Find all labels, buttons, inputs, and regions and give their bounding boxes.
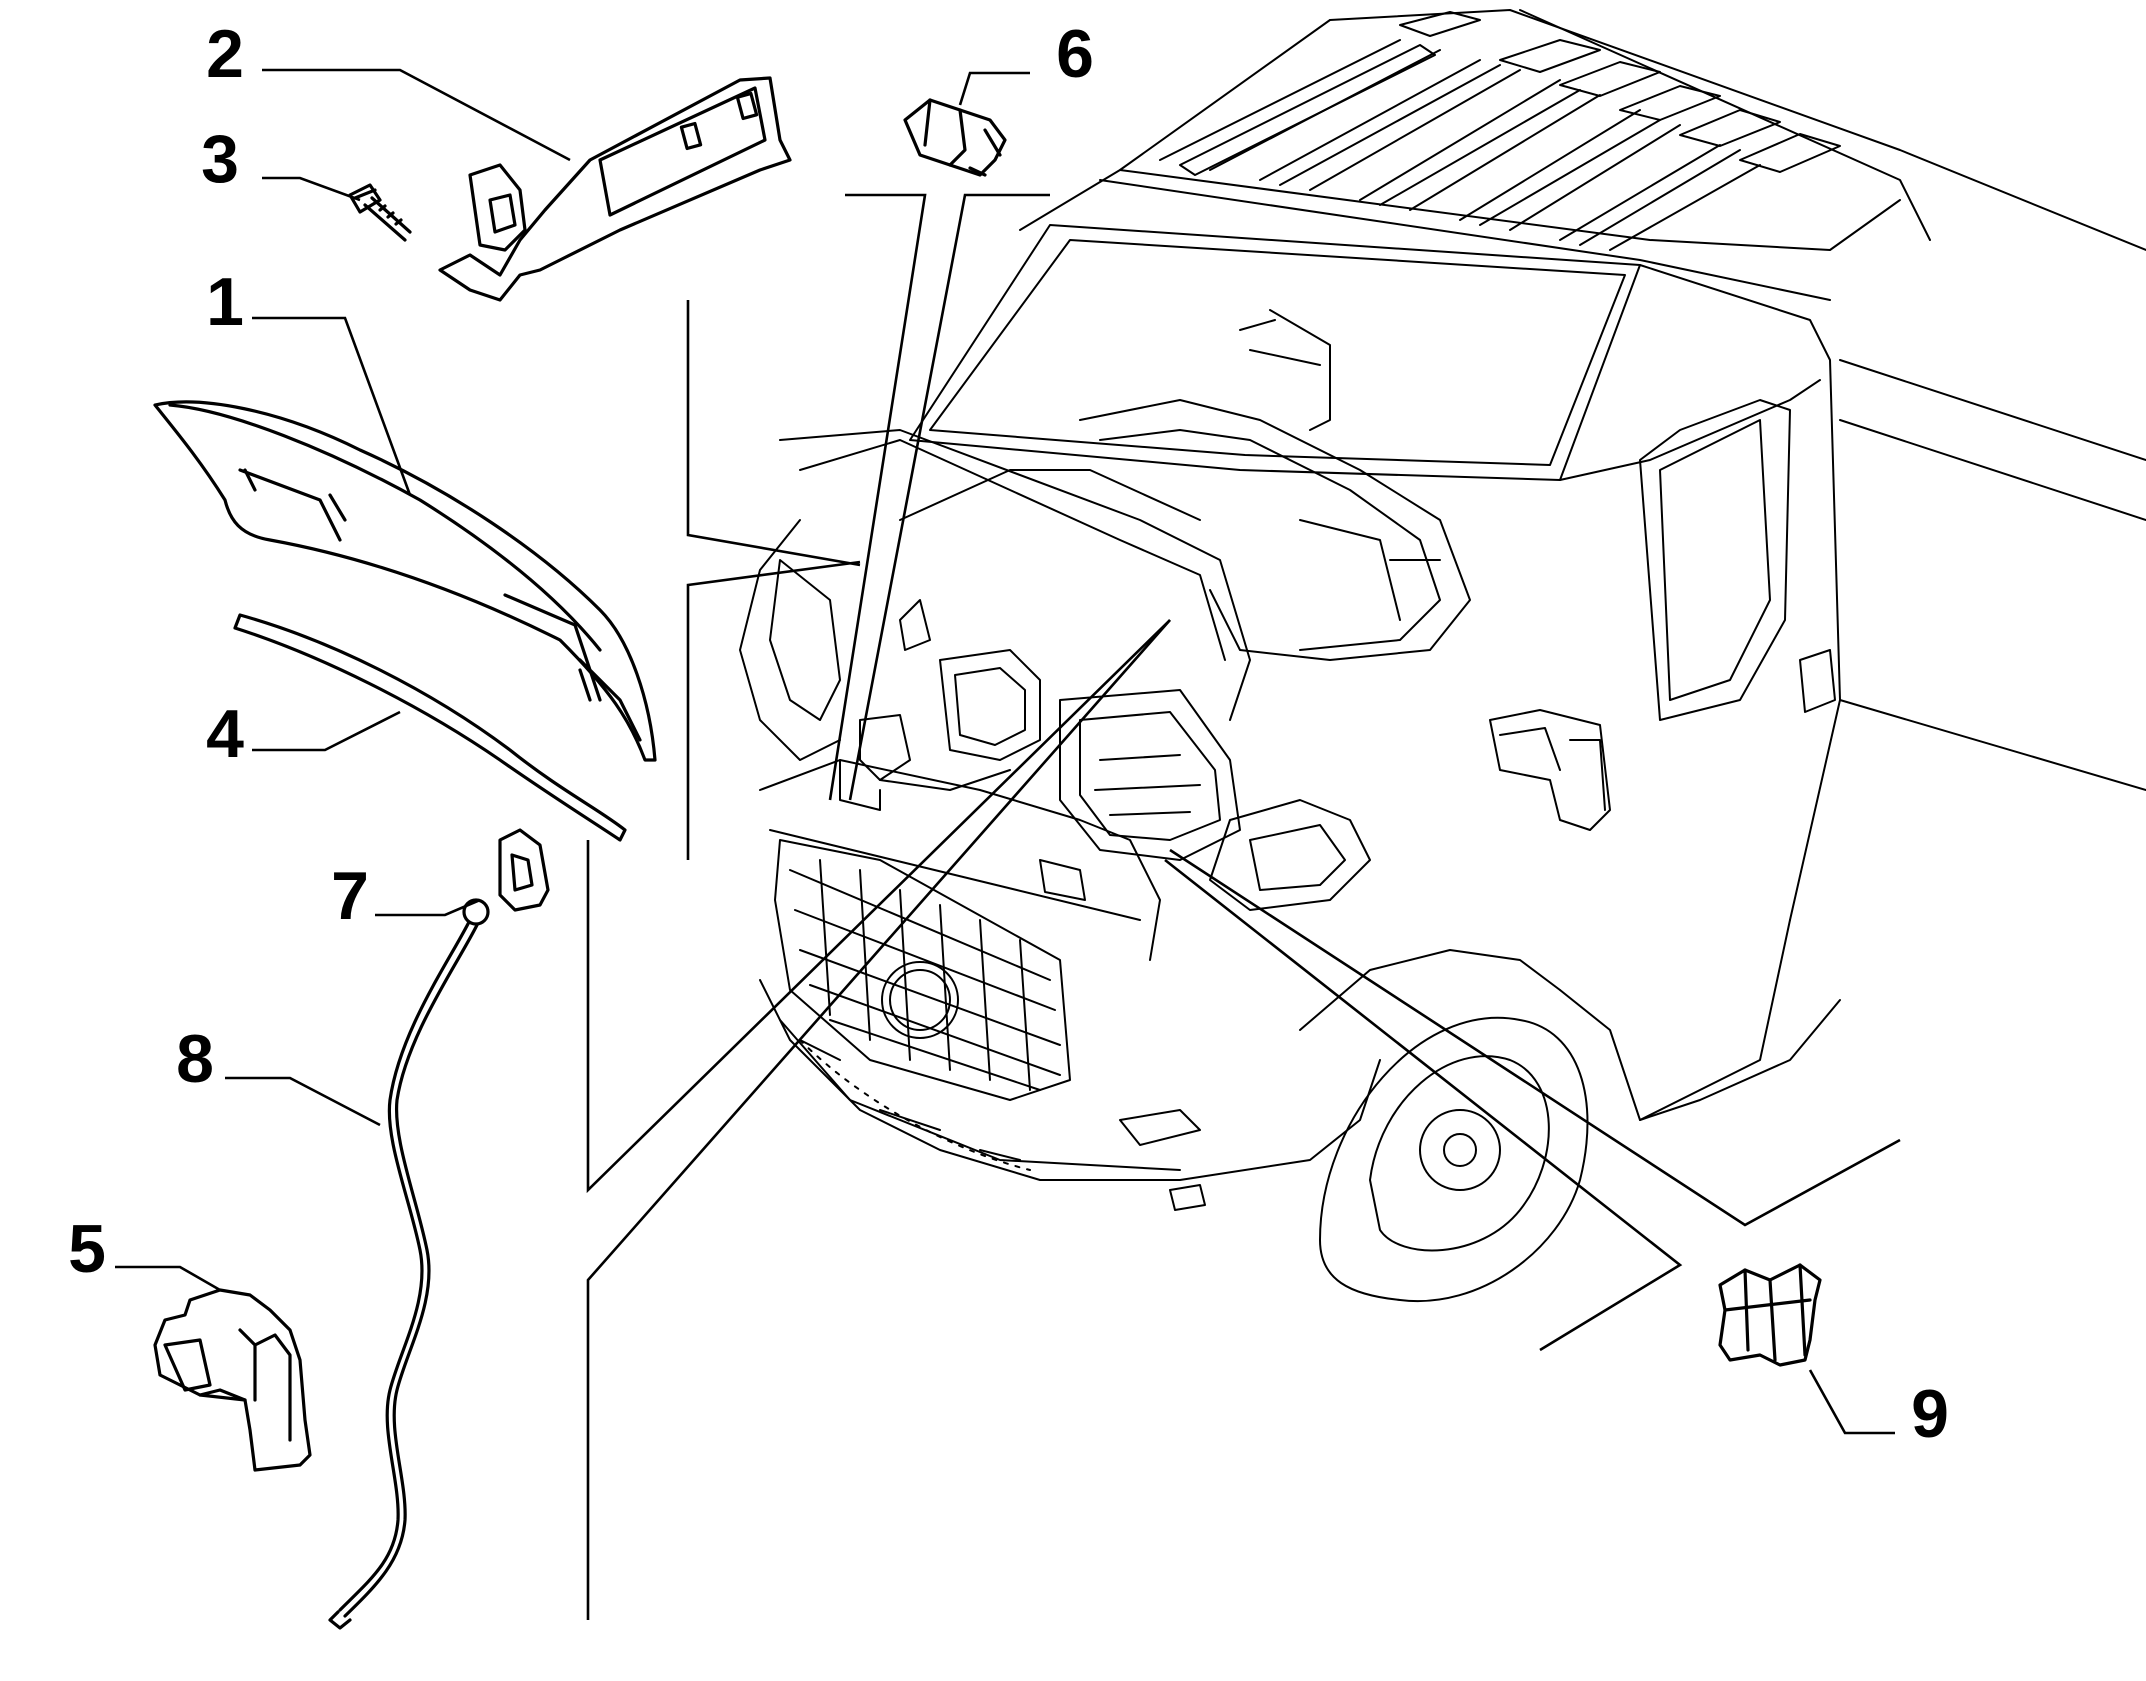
- callout-label-5: 5: [68, 1211, 106, 1287]
- callout-label-9: 9: [1911, 1376, 1949, 1452]
- leader-lines: [115, 68, 1901, 1620]
- callout-label-8: 8: [176, 1021, 214, 1097]
- callout-label-7: 7: [331, 858, 369, 934]
- bonnet-panel-icon: [153, 400, 657, 762]
- grommet-icon: [498, 828, 550, 912]
- hinge-bracket-icon: [438, 76, 792, 302]
- support-rod-icon: [328, 898, 490, 1630]
- rod-clip-icon: [1718, 1263, 1822, 1367]
- van-front-open-bonnet-icon: [739, 9, 2146, 1303]
- callout-label-1: 1: [206, 264, 244, 340]
- clip-bracket-icon: [153, 1288, 312, 1472]
- callout-label-2: 2: [206, 16, 244, 92]
- screw-icon: [348, 183, 412, 242]
- callout-label-4: 4: [206, 696, 244, 772]
- buffer-stud-icon: [903, 98, 1007, 177]
- callout-label-6: 6: [1056, 16, 1094, 92]
- seal-strip-icon: [233, 613, 627, 842]
- callout-label-3: 3: [201, 121, 239, 197]
